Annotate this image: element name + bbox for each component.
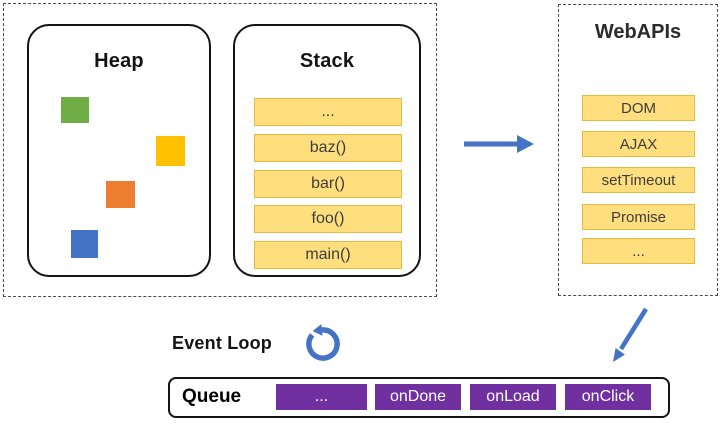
heap-box: Heap <box>27 24 211 277</box>
queue-task: onLoad <box>470 384 556 410</box>
webapi-item: Promise <box>582 204 695 230</box>
webapis-title: WebAPIs <box>594 21 682 43</box>
stack-title: Stack <box>299 50 355 72</box>
webapis-panel: WebAPIs DOM AJAX setTimeout Promise ... <box>558 4 718 296</box>
webapi-item: setTimeout <box>582 167 695 193</box>
queue-task: onDone <box>375 384 461 410</box>
runtime-panel: Heap Stack ... baz() bar() foo() main() <box>3 3 437 297</box>
stack-frame: main() <box>254 241 402 269</box>
stack-frame: bar() <box>254 170 402 198</box>
heap-object-green <box>61 97 89 123</box>
heap-object-blue <box>71 230 98 258</box>
queue-task: ... <box>276 384 367 410</box>
queue-box: Queue ... onDone onLoad onClick <box>168 377 670 418</box>
webapi-item: DOM <box>582 95 695 121</box>
stack-frame: ... <box>254 98 402 126</box>
event-loop-refresh-icon <box>306 324 340 361</box>
stack-box: Stack ... baz() bar() foo() main() <box>233 24 421 277</box>
heap-object-orange <box>106 181 135 208</box>
heap-title: Heap <box>94 50 144 72</box>
queue-label: Queue <box>182 386 242 407</box>
stack-frame: foo() <box>254 205 402 233</box>
queue-task: onClick <box>565 384 651 410</box>
right-arrow-icon <box>464 135 534 153</box>
webapi-item: AJAX <box>582 131 695 157</box>
webapi-item: ... <box>582 238 695 264</box>
stack-frame: baz() <box>254 134 402 162</box>
heap-object-gold <box>156 136 185 166</box>
down-left-arrow-icon <box>613 307 648 362</box>
event-loop-label: Event Loop <box>172 333 272 353</box>
